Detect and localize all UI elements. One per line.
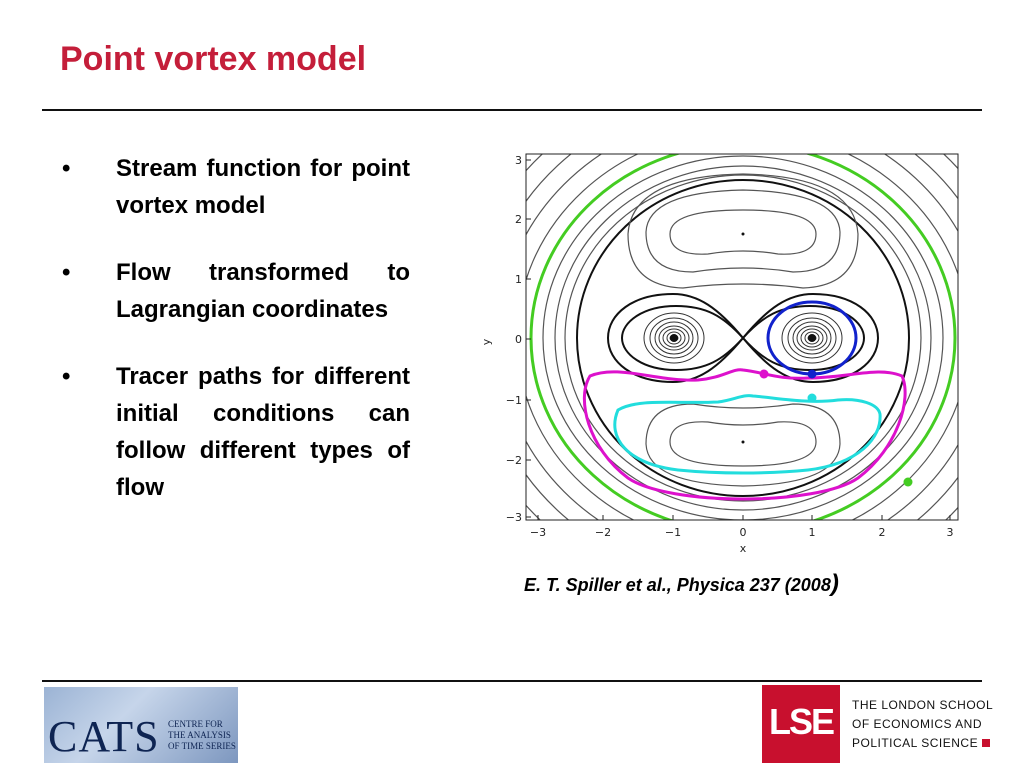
- x-tick-label: 1: [809, 526, 816, 539]
- lower-streamlines: [645, 403, 841, 487]
- x-tick-label: −3: [530, 526, 546, 539]
- bullet-marker: •: [62, 155, 71, 182]
- bullet-item: • Stream function for point vortex model: [60, 150, 410, 224]
- y-tick-label: −2: [506, 454, 522, 467]
- bullet-item: • Flow transformed to Lagrangian coordin…: [60, 254, 410, 328]
- magenta-tracer-start: [759, 369, 769, 379]
- y-tick-labels: 3 2 1 0 −1 −2 −3: [506, 154, 522, 524]
- x-tick-label: 0: [740, 526, 747, 539]
- bullet-text: Flow transformed to Lagrangian coordinat…: [116, 259, 410, 323]
- cats-line: CENTRE FOR: [168, 719, 223, 729]
- figure-eight-separatrix: [606, 292, 880, 384]
- citation-close-paren: ): [830, 570, 839, 597]
- magenta-tracer-path: [582, 368, 907, 501]
- x-tick-label: 2: [879, 526, 886, 539]
- lower-point-vortex: [741, 440, 745, 444]
- cats-line: OF TIME SERIES: [168, 741, 236, 751]
- y-tick-label: 3: [515, 154, 522, 167]
- lse-institution-name: THE LONDON SCHOOL OF ECONOMICS AND POLIT…: [852, 696, 993, 753]
- x-tick-label: −1: [665, 526, 681, 539]
- y-tick-label: −3: [506, 511, 522, 524]
- bullet-text: Tracer paths for different initial condi…: [116, 363, 410, 501]
- bullet-text: Stream function for point vortex model: [116, 155, 410, 219]
- upper-streamlines: [627, 173, 859, 289]
- bullet-list: • Stream function for point vortex model…: [60, 150, 410, 536]
- cats-logo-subtitle: CENTRE FOR THE ANALYSIS OF TIME SERIES: [168, 719, 236, 752]
- y-tick-label: 0: [515, 333, 522, 346]
- y-axis-label: y: [480, 338, 493, 345]
- cats-line: THE ANALYSIS: [168, 730, 231, 740]
- bullet-marker: •: [62, 363, 71, 390]
- figure-citation: E. T. Spiller et al., Physica 237 (2008): [524, 570, 839, 598]
- axis-ticks: [526, 159, 951, 520]
- outer-streamlines: [526, 154, 958, 520]
- lse-logo-wordmark: LSE: [768, 701, 835, 742]
- lse-square-icon: [982, 739, 991, 747]
- slide-title: Point vortex model: [60, 40, 367, 78]
- green-tracer-path: [529, 154, 957, 520]
- green-tracer-start: [903, 477, 913, 487]
- lse-line: POLITICAL SCIENCE: [852, 736, 979, 750]
- left-vortex-center: [670, 334, 678, 342]
- cats-logo: CATS CENTRE FOR THE ANALYSIS OF TIME SER…: [44, 687, 238, 763]
- y-tick-label: −1: [506, 394, 522, 407]
- bottom-divider: [42, 680, 982, 682]
- x-axis-label: x: [740, 542, 747, 555]
- lse-line-last: POLITICAL SCIENCE: [852, 734, 993, 753]
- cyan-tracer-start: [807, 393, 817, 403]
- left-vortex-rings: [643, 312, 705, 364]
- upper-point-vortex: [741, 232, 745, 236]
- cats-logo-wordmark: CATS: [48, 712, 160, 761]
- x-tick-label: −2: [595, 526, 611, 539]
- vortex-streamline-figure: −3 −2 −1 0 1 2 3 3 2 1 0 −1 −2 −3 x y: [480, 153, 959, 555]
- lse-line: OF ECONOMICS AND: [852, 717, 983, 731]
- cyan-tracer-path: [613, 394, 882, 475]
- lse-logo: LSE: [762, 685, 840, 763]
- right-vortex-center: [808, 334, 816, 342]
- y-tick-label: 1: [515, 273, 522, 286]
- blue-tracer-start: [807, 369, 817, 379]
- plot-frame: [525, 153, 959, 521]
- x-tick-label: 3: [947, 526, 954, 539]
- lse-line: THE LONDON SCHOOL: [852, 698, 994, 712]
- citation-text: E. T. Spiller et al., Physica 237 (2008: [524, 575, 831, 595]
- streamlines: [526, 154, 958, 520]
- black-separatrix: [576, 179, 910, 497]
- bullet-marker: •: [62, 259, 71, 286]
- right-vortex-rings: [781, 312, 843, 364]
- top-divider: [42, 109, 982, 111]
- y-tick-label: 2: [515, 213, 522, 226]
- x-tick-labels: −3 −2 −1 0 1 2 3: [530, 526, 954, 539]
- bullet-item: • Tracer paths for different initial con…: [60, 358, 410, 506]
